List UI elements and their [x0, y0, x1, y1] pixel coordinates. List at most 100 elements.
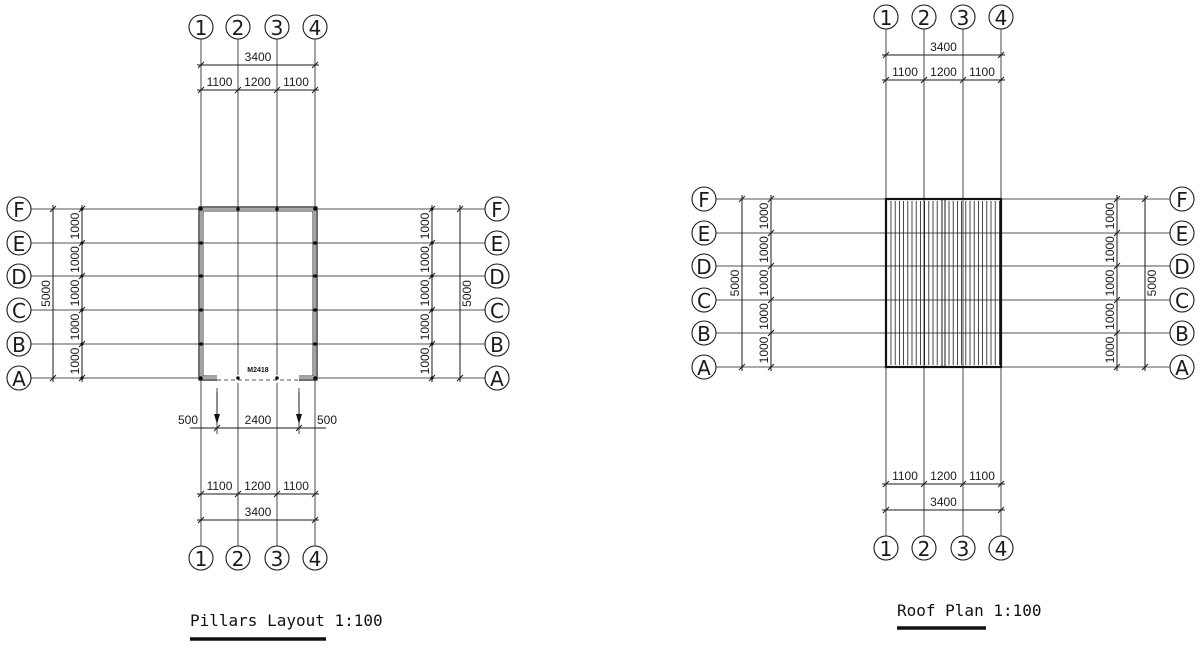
- grid-bubble-label: B: [697, 322, 711, 346]
- row-bubble-left: C: [6, 297, 32, 323]
- grid-bubble-circle: [873, 4, 899, 30]
- row-spacing-dim: 1000: [1103, 336, 1117, 363]
- dim-tick: [1113, 195, 1121, 203]
- grid-bubble-label: F: [698, 188, 710, 212]
- dim-tick: [959, 480, 967, 488]
- dim-tick: [882, 51, 890, 59]
- grid-bubble-circle: [1169, 186, 1195, 212]
- grid-bubble-label: D: [489, 265, 504, 289]
- dim-tick: [1113, 262, 1121, 270]
- pillar-marker: [199, 274, 203, 278]
- row-bubble-left: E: [6, 230, 32, 256]
- grid-bubble-label: 3: [271, 547, 284, 571]
- grid-bubble-circle: [691, 320, 717, 346]
- grid-bubble-circle: [1169, 287, 1195, 313]
- dim-dot: [80, 207, 84, 211]
- grid-bubble-label: E: [698, 222, 711, 246]
- grid-bubble-circle: [1169, 253, 1195, 279]
- grid-bubble-label: 2: [232, 16, 245, 40]
- grid-bubble-circle: [691, 354, 717, 380]
- dim-dot: [430, 376, 434, 380]
- column-bubble-bottom: 4: [988, 535, 1014, 561]
- row-bubble-left: F: [6, 196, 32, 222]
- column-bubble-bottom: 1: [188, 545, 214, 571]
- row-bubble-right: B: [484, 331, 510, 357]
- row-bubble-right: A: [1169, 354, 1195, 380]
- grid-bubble-label: C: [12, 299, 26, 323]
- pillar-marker: [199, 342, 203, 346]
- grid-bubble-label: B: [1175, 322, 1189, 346]
- structure-outer-outline: [198, 206, 318, 381]
- column-bubble-bottom: 1: [873, 535, 899, 561]
- grid-bubble-label: E: [1176, 222, 1189, 246]
- dim-tick: [882, 76, 890, 84]
- pillar-marker: [275, 207, 279, 211]
- col-spacing-dim: 1100: [283, 75, 309, 89]
- grid-bubble-circle: [484, 297, 510, 323]
- col-spacing-dim: 1200: [930, 65, 957, 79]
- door-arrowhead: [296, 414, 302, 424]
- door-arrowhead: [214, 414, 220, 424]
- grid-bubble-circle: [691, 186, 717, 212]
- grid-bubble-circle: [484, 365, 510, 391]
- dim-tick: [767, 296, 775, 304]
- col-total-dim: 3400: [930, 495, 957, 509]
- dim-tick: [49, 205, 57, 213]
- grid-bubble-label: E: [13, 232, 26, 256]
- dim-dot: [80, 376, 84, 380]
- dim-tick: [767, 363, 775, 371]
- dim-tick: [49, 374, 57, 382]
- col-spacing-dim: 1200: [244, 479, 271, 493]
- dim-tick: [311, 61, 319, 69]
- grid-bubble-circle: [1169, 220, 1195, 246]
- dim-tick: [882, 506, 890, 514]
- door-gap: [217, 375, 299, 383]
- dim-dot: [430, 241, 434, 245]
- col-spacing-dim: 1100: [892, 469, 918, 483]
- grid-bubble-label: 2: [918, 537, 931, 561]
- grid-bubble-circle: [988, 4, 1014, 30]
- grid-bubble-label: 3: [271, 16, 284, 40]
- row-spacing-dim: 1000: [757, 236, 771, 263]
- grid-bubble-circle: [691, 253, 717, 279]
- row-total-dim: 5000: [728, 269, 742, 296]
- dim-tick: [1141, 363, 1149, 371]
- dim-tick: [311, 516, 319, 524]
- dim-tick: [738, 363, 746, 371]
- grid-bubble-label: B: [490, 333, 504, 357]
- column-bubble-top: 2: [911, 4, 937, 30]
- row-spacing-dim: 1000: [757, 336, 771, 363]
- grid-bubble-circle: [911, 4, 937, 30]
- grid-bubble-label: 4: [309, 16, 322, 40]
- dim-tick: [997, 480, 1005, 488]
- row-bubble-right: D: [484, 263, 510, 289]
- grid-bubble-label: A: [1175, 356, 1189, 380]
- door-label: M2418: [247, 367, 269, 374]
- dim-tick: [920, 480, 928, 488]
- dim-tick: [197, 516, 205, 524]
- grid-bubble-label: 4: [995, 537, 1008, 561]
- dim-tick: [311, 86, 319, 94]
- column-bubble-bottom: 3: [264, 545, 290, 571]
- column-bubble-top: 1: [188, 14, 214, 40]
- grid-bubble-label: B: [12, 333, 26, 357]
- grid-bubble-label: 3: [957, 6, 970, 30]
- row-spacing-dim: 1000: [68, 246, 82, 273]
- dim-tick: [273, 86, 281, 94]
- grid-bubble-label: D: [1174, 255, 1189, 279]
- grid-bubble-circle: [691, 287, 717, 313]
- dim-tick: [959, 76, 967, 84]
- dim-tick: [311, 490, 319, 498]
- dim-tick: [767, 262, 775, 270]
- pillar-marker: [236, 207, 240, 211]
- row-bubble-right: E: [484, 230, 510, 256]
- column-bubble-top: 3: [950, 4, 976, 30]
- dim-tick: [738, 195, 746, 203]
- row-spacing-dim: 1000: [68, 279, 82, 306]
- structure-inner-outline: [202, 210, 314, 377]
- row-bubble-right: A: [484, 365, 510, 391]
- grid-bubble-circle: [225, 14, 251, 40]
- dim-tick: [213, 424, 221, 432]
- dim-tick: [767, 229, 775, 237]
- row-spacing-dim: 1000: [1103, 303, 1117, 330]
